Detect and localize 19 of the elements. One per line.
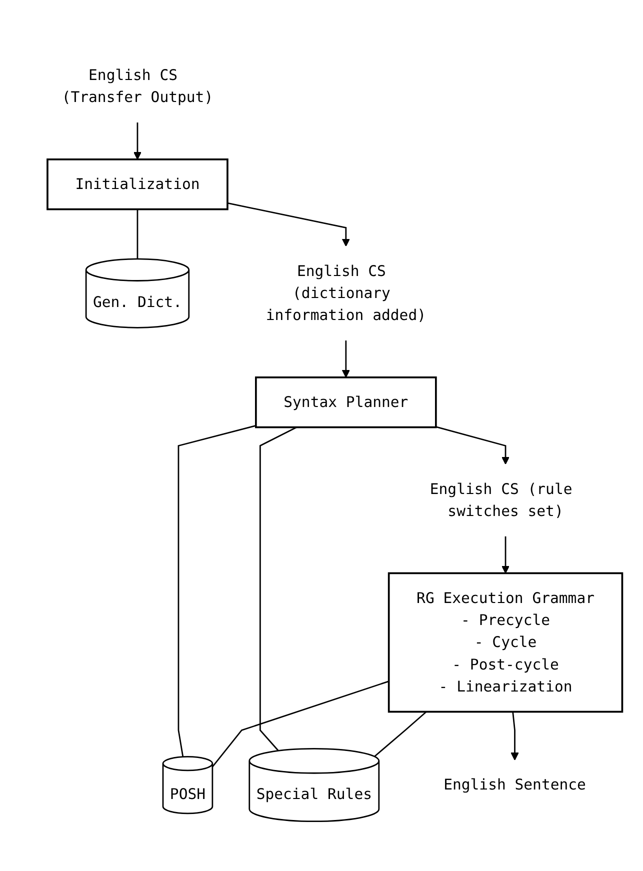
connector	[259, 426, 297, 751]
node-text: English CS (rule switches set)	[430, 480, 572, 520]
arrow	[133, 122, 142, 160]
connector	[374, 710, 427, 757]
flowchart-drawing: English CS (Transfer Output) Initialization Gen. Dict. English CS (dictionary information added) Syntax Planner POSH English CS (rule switches set) RG Execution Grammar - Precycle - Cycle - Post-cycle - Linearization Special Rules English Sentence	[10, 42, 633, 828]
arrow	[342, 340, 350, 378]
node-box	[46, 158, 228, 210]
node-text: English Sentence	[444, 775, 586, 793]
node-text: English CS (Transfer Output)	[62, 66, 214, 106]
arrow	[501, 536, 510, 574]
node-text: English CS (dictionary information added)	[266, 262, 426, 324]
connector	[212, 680, 390, 767]
node-box	[388, 572, 624, 712]
arrow	[227, 202, 350, 246]
arrow	[436, 426, 510, 464]
connector	[178, 424, 256, 756]
connector	[136, 208, 138, 259]
arrow	[510, 711, 519, 760]
node-box	[255, 376, 437, 428]
